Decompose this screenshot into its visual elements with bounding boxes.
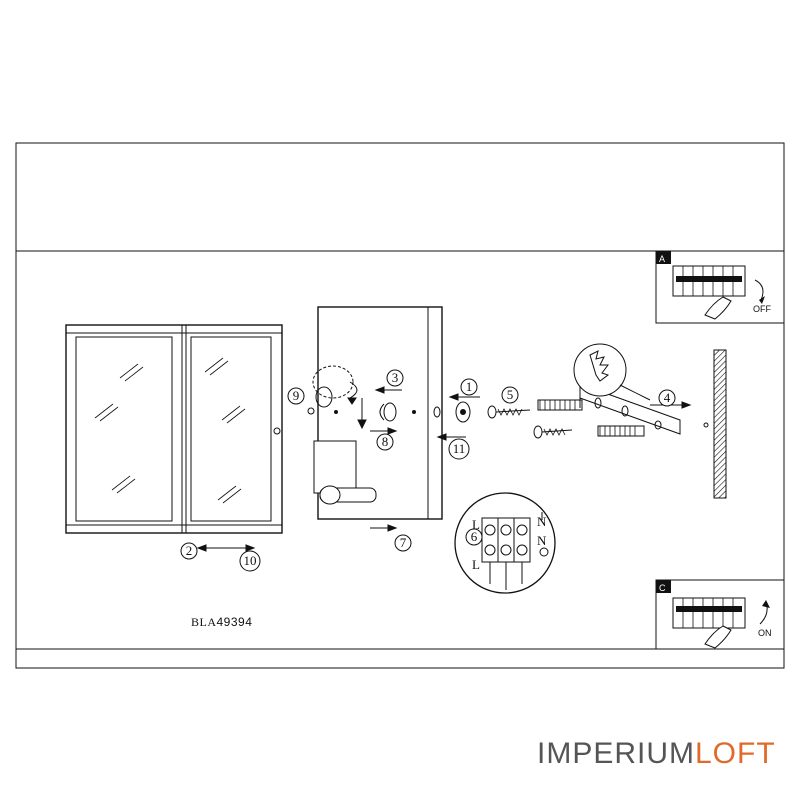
step-marker-7: 7 [394,534,412,552]
svg-text:4: 4 [664,390,671,405]
lamp-front-view [65,324,283,534]
step-marker-2: 2 [180,542,198,560]
bracket-detail-callout [573,343,651,401]
terminal-label-n-bottom: N [537,533,547,548]
arrow-step-8 [370,427,398,435]
terminal-label-n-top: N [537,514,547,529]
model-prefix: BLA [191,615,217,629]
svg-text:2: 2 [186,543,193,558]
svg-text:5: 5 [507,387,514,402]
arrow-step-1 [448,393,480,401]
arrow-step-7 [370,524,398,532]
step-marker-8: 8 [376,433,394,451]
cap-nut [455,401,471,423]
model-code: BLA49394 [191,615,252,630]
svg-text:6: 6 [471,529,478,544]
svg-text:9: 9 [293,388,300,403]
terminal-label-l-top: L [472,517,480,532]
panel-c-letter: C [659,583,666,593]
breaker-panel-a [655,250,785,324]
wall [713,349,727,499]
model-digits: 49394 [216,615,253,629]
svg-text:7: 7 [400,535,407,550]
brand-part2: LOFT [695,737,776,770]
brand-part1: IMPERIUM [537,737,695,770]
mounting-bracket [579,383,681,435]
svg-text:3: 3 [392,370,399,385]
arrow-step-2-10 [196,544,256,552]
step-marker-1: 1 [460,378,478,396]
svg-text:11: 11 [453,441,466,456]
screws [487,399,645,439]
step-marker-11: 11 [448,438,470,460]
step-marker-6: 6 [465,528,483,546]
panel-a-letter: A [659,254,665,264]
svg-text:10: 10 [244,553,257,568]
wall-hole [703,422,709,428]
breaker-panel-c [655,579,785,650]
terminal-block [454,492,556,594]
step-marker-5: 5 [501,386,519,404]
rotation-arrows [347,381,385,430]
panel-c-state: ON [758,628,772,638]
sheet-frame [15,142,785,669]
arrow-step-3 [374,386,402,394]
step-marker-9: 9 [287,387,305,405]
panel-a-state: OFF [753,304,771,314]
step-marker-10: 10 [239,550,261,572]
arrow-step-11 [436,433,466,441]
step-marker-4: 4 [658,389,676,407]
svg-text:1: 1 [466,379,473,394]
brand-watermark: IMPERIUMLOFT [537,737,776,771]
svg-text:8: 8 [382,434,389,449]
terminal-label-l-bottom: L [472,557,480,572]
lamp-side-body [307,306,443,520]
step-marker-3: 3 [386,369,404,387]
